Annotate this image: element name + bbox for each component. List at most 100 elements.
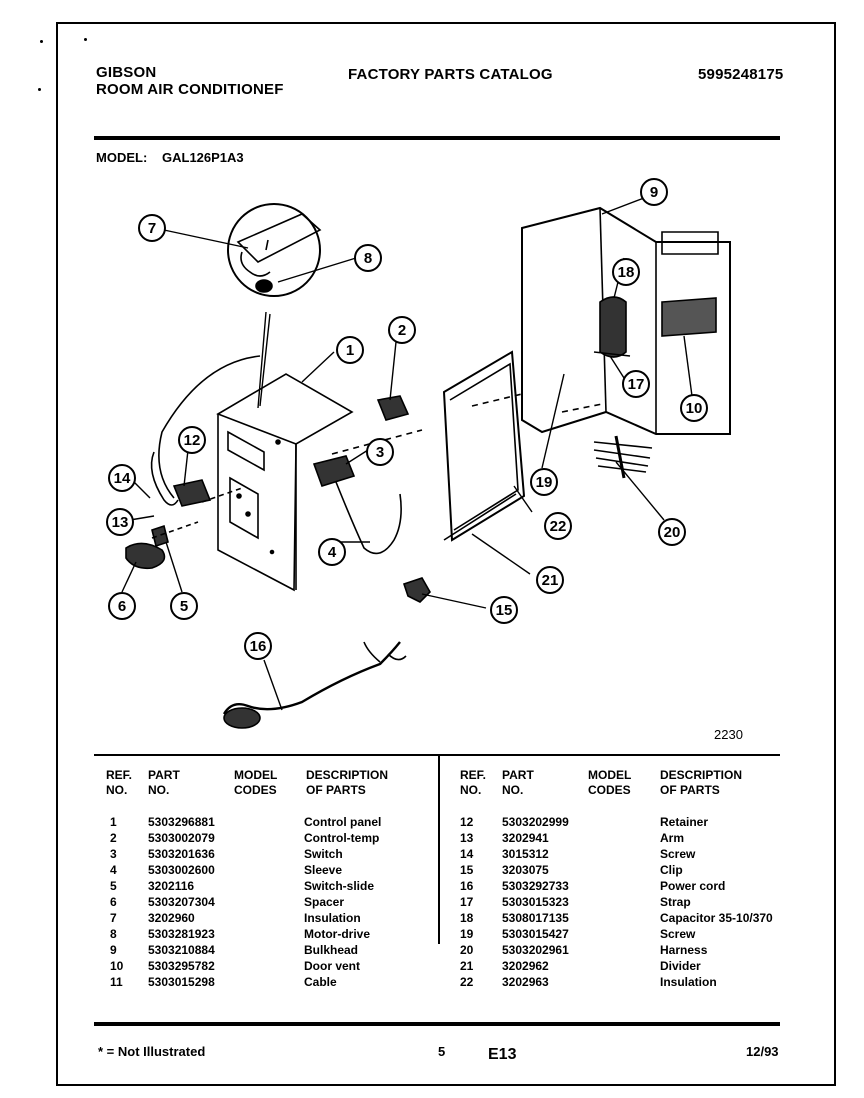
callout-bubble (354, 244, 382, 272)
model-label: MODEL: (96, 150, 148, 165)
header-rule (94, 136, 780, 140)
table-cell-part: 5303201636 (148, 847, 215, 861)
callout-number: 17 (628, 376, 645, 393)
retainer-part (172, 479, 212, 507)
table-cell-ref: 4 (110, 863, 117, 877)
table-cell-ref: 14 (460, 847, 474, 861)
table-cell-part: 3202941 (502, 831, 549, 845)
table-cell-desc: Insulation (660, 975, 717, 989)
table-cell-ref: 15 (460, 863, 474, 877)
callout-bubble (336, 336, 364, 364)
table-cell-desc: Screw (660, 927, 696, 941)
callout-number: 5 (180, 598, 188, 615)
table-cell-desc: Spacer (304, 895, 345, 909)
callout-bubble (530, 468, 558, 496)
callout-bubble (178, 426, 206, 454)
bulkhead (521, 206, 731, 435)
table-cell-desc: Capacitor 35-10/370 (660, 911, 773, 925)
table-cell-ref: 21 (460, 959, 474, 973)
callout-bubble (244, 632, 272, 660)
callout-bubble (366, 438, 394, 466)
header-model-1: MODEL (234, 768, 278, 782)
callout-bubble (658, 518, 686, 546)
callout-bubble (108, 464, 136, 492)
header-ref-2: NO. (106, 783, 128, 797)
callout-bubble (388, 316, 416, 344)
header-part-2: NO. (148, 783, 170, 797)
table-cell-desc: Retainer (660, 815, 709, 829)
table-cell-part: 5303015323 (502, 895, 569, 909)
table-cell-ref: 10 (110, 959, 124, 973)
header-desc-1-right: DESCRIPTION (660, 768, 743, 782)
table-cell-ref: 1 (110, 815, 117, 829)
header-desc-2: OF PARTS (306, 783, 366, 797)
callout-bubble (170, 592, 198, 620)
divider-panel (442, 350, 526, 542)
table-cell-ref: 11 (110, 975, 123, 989)
table-cell-ref: 12 (460, 815, 474, 829)
table-cell-ref: 13 (460, 831, 474, 845)
harness (593, 441, 653, 473)
table-cell-part: 5303002600 (148, 863, 215, 877)
callout-number: 18 (618, 264, 635, 281)
callout-bubble (612, 258, 640, 286)
table-top-rule (94, 754, 780, 756)
table-cell-desc: Screw (660, 847, 696, 861)
table-cell-part: 5303015298 (148, 975, 215, 989)
callout-number: 20 (664, 524, 681, 541)
door-vent (661, 297, 717, 337)
clip-part (402, 577, 431, 603)
table-cell-desc: Sleeve (304, 863, 343, 877)
scan-mark (40, 40, 43, 43)
table-cell-ref: 18 (460, 911, 474, 925)
table-cell-part: 5303281923 (148, 927, 215, 941)
table-column-divider (438, 756, 440, 944)
callout-number: 22 (550, 518, 567, 535)
table-cell-ref: 19 (460, 927, 474, 941)
table-cell-ref: 2 (110, 831, 117, 845)
header-part-1-right: PART (502, 768, 534, 782)
model-number: GAL126P1A3 (162, 150, 244, 165)
table-cell-ref: 22 (460, 975, 474, 989)
sleeve-cable (335, 481, 402, 555)
section-code: E13 (488, 1046, 517, 1063)
table-cell-ref: 20 (460, 943, 474, 957)
table-cell-desc: Arm (660, 831, 685, 845)
table-cell-desc: Bulkhead (304, 943, 359, 957)
header-model-2-right: CODES (588, 783, 631, 797)
callout-number: 21 (542, 572, 559, 589)
callout-number: 7 (148, 220, 156, 237)
table-cell-part: 5303296881 (148, 815, 215, 829)
table-cell-desc: Control-temp (304, 831, 380, 845)
table-cell-part: 3202960 (148, 911, 195, 925)
callout-bubble (622, 370, 650, 398)
table-cell-ref: 6 (110, 895, 117, 909)
control-temp-part (376, 395, 410, 421)
table-cell-desc: Cable (304, 975, 337, 989)
callout-bubble (640, 178, 668, 206)
table-cell-desc: Door vent (304, 959, 361, 973)
table-cell-part: 3203075 (502, 863, 549, 877)
callout-number: 9 (650, 184, 658, 201)
callout-number: 8 (364, 250, 372, 267)
power-cord (222, 641, 401, 715)
header-desc-1: DESCRIPTION (306, 768, 389, 782)
callout-number: 2 (398, 322, 406, 339)
table-cell-part: 5308017135 (502, 911, 569, 925)
catalog-title: FACTORY PARTS CATALOG (348, 66, 553, 83)
header-model-1-right: MODEL (588, 768, 632, 782)
table-cell-part: 5303015427 (502, 927, 569, 941)
table-cell-part: 5303202961 (502, 943, 569, 957)
table-cell-part: 5303292733 (502, 879, 569, 893)
detail-insulation-pad (236, 213, 322, 263)
figure-number: 2230 (714, 727, 743, 742)
not-illustrated-note: * = Not Illustrated (98, 1044, 206, 1059)
detail-motor-drive (255, 279, 273, 293)
callout-bubble (536, 566, 564, 594)
product-name: ROOM AIR CONDITIONEF (96, 81, 284, 98)
callout-number: 16 (250, 638, 267, 655)
control-panel-top (216, 373, 354, 445)
table-cell-part: 3202963 (502, 975, 549, 989)
callout-number: 1 (346, 342, 354, 359)
